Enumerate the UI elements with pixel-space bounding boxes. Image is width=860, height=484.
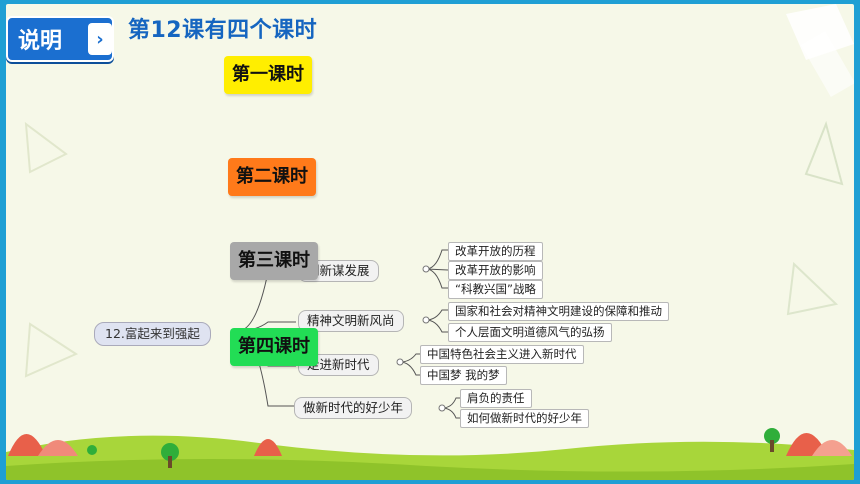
header-badge: 说明 › [6,16,114,62]
mindmap-root: 12.富起来到强起 [94,322,211,346]
mindmap-leaf: 肩负的责任 [460,389,532,408]
lesson-2-label: 第二课时 [228,158,316,196]
mindmap-leaf: 改革开放的影响 [448,261,543,280]
lesson-3-label: 第三课时 [230,242,318,280]
mindmap-connectors [237,249,460,419]
mindmap-branch-2: 精神文明新风尚 [298,310,404,332]
lesson-1-label: 第一课时 [224,56,312,94]
mindmap-branch-4: 做新时代的好少年 [294,397,413,419]
mindmap-leaf: 国家和社会对精神文明建设的保障和推动 [448,302,669,321]
paper-decoration [24,4,854,378]
mindmap-leaf: 改革开放的历程 [448,242,543,261]
mindmap-leaf: 中国梦 我的梦 [420,366,507,385]
mindmap-leaf: “科教兴国”战略 [448,280,543,299]
page-title: 第12课有四个课时 [128,18,318,43]
chevron-right-icon: › [88,23,112,55]
mindmap-branch-1: 创新谋发展 [298,260,379,282]
header-badge-label: 说明 [18,29,63,54]
mindmap-leaf: 个人层面文明道德风气的弘扬 [448,323,612,342]
mindmap-branch-3: 走进新时代 [298,354,379,376]
mindmap-leaf: 中国特色社会主义进入新时代 [420,345,584,364]
mindmap-leaf: 如何做新时代的好少年 [460,409,589,428]
slide-canvas: 说明 › 第12课有四个课时 [6,4,854,480]
lesson-4-label: 第四课时 [230,328,318,366]
grass-hill-decoration [6,428,854,480]
